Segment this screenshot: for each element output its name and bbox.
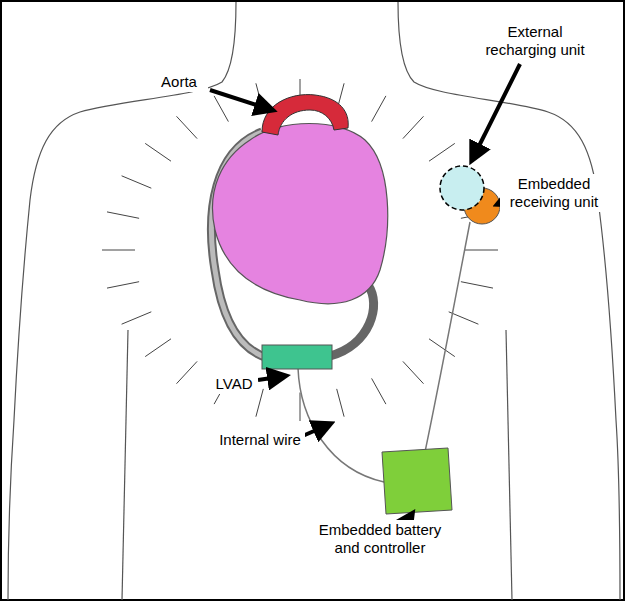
glow-line <box>177 116 198 138</box>
internal-wire <box>298 368 384 482</box>
glow-lines <box>102 79 498 421</box>
glow-line <box>465 250 498 251</box>
glow-line <box>122 176 152 188</box>
glow-line <box>107 212 139 218</box>
glow-line <box>214 96 228 122</box>
aorta <box>262 95 348 135</box>
glow-line <box>403 116 424 138</box>
part-label: External recharging unit <box>470 22 600 60</box>
glow-line <box>461 282 493 288</box>
part-label: Aorta <box>150 72 208 92</box>
glow-line <box>403 361 424 383</box>
recharging-unit <box>440 166 484 210</box>
glow-line <box>145 143 171 161</box>
glow-line <box>372 96 386 122</box>
glow-line <box>107 282 139 288</box>
part-label: Internal wire <box>215 430 305 450</box>
body-outline <box>8 2 620 600</box>
glow-line <box>102 250 135 251</box>
glow-line <box>145 339 171 357</box>
part-label: Embedded receiving unit <box>500 174 608 212</box>
charging-wire <box>425 222 470 452</box>
glow-line <box>122 312 152 324</box>
leader-arrows <box>210 64 520 532</box>
glow-line <box>177 361 198 383</box>
lvad-pump <box>262 345 332 369</box>
heart <box>212 124 387 304</box>
part-label: Embedded battery and controller <box>315 520 445 558</box>
glow-line <box>372 378 386 404</box>
glow-line <box>429 143 455 161</box>
glow-line <box>429 339 455 357</box>
glow-line <box>337 389 344 417</box>
battery-controller <box>382 448 452 514</box>
part-label: LVAD <box>210 374 258 394</box>
glow-line <box>300 393 301 422</box>
